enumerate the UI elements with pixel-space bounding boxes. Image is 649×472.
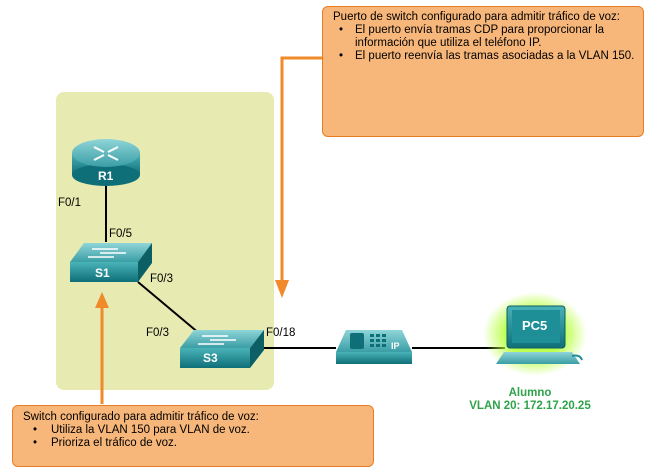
callout-bottom-list: Utiliza la VLAN 150 para VLAN de voz. Pr…: [23, 424, 365, 450]
pc5[interactable]: [483, 292, 587, 376]
port-s1-f0-3: F0/3: [150, 273, 174, 285]
switch-arrows-icon: [88, 248, 126, 258]
callout-top-list: El puerto envía tramas CDP para proporci…: [333, 24, 635, 63]
student-label: Alumno VLAN 20: 172.17.20.25: [460, 387, 600, 413]
callout-bottom-bullet: Utiliza la VLAN 150 para VLAN de voz.: [23, 424, 365, 437]
arrow-bottom-head: [95, 292, 109, 308]
switch-s3-label: S3: [203, 351, 218, 365]
pc5-label: PC5: [522, 318, 548, 333]
student-name: Alumno: [508, 387, 552, 399]
router-label: R1: [98, 169, 114, 183]
callout-top-title: Puerto de switch configurado para admiti…: [333, 11, 621, 23]
callout-bottom-title: Switch configurado para admitir tráfico …: [23, 411, 259, 423]
arrow-top-line: [280, 56, 324, 282]
switch-s1[interactable]: [70, 243, 152, 282]
phone-ip-label: IP: [391, 341, 400, 351]
mouse-cable: [571, 354, 583, 361]
student-vlan: VLAN 20: 172.17.20.25: [469, 400, 591, 412]
switch-arrows-icon: [198, 335, 236, 345]
callout-port-config: Puerto de switch configurado para admiti…: [322, 6, 644, 137]
arrow-top-head: [275, 280, 289, 298]
router-r1[interactable]: [72, 139, 140, 186]
pc-keyboard: [496, 352, 580, 364]
ip-phone[interactable]: [336, 330, 412, 364]
callout-top-bullet: El puerto envía tramas CDP para proporci…: [333, 24, 635, 50]
callout-switch-config: Switch configurado para admitir tráfico …: [12, 405, 374, 467]
switch-s3[interactable]: [180, 330, 264, 368]
port-s3-f0-3: F0/3: [146, 327, 170, 339]
arrows: [100, 56, 324, 404]
port-s1-f0-5: F0/5: [109, 228, 133, 240]
callout-top-bullet: El puerto reenvía las tramas asociadas a…: [333, 50, 635, 63]
port-r1-f0-1: F0/1: [58, 197, 82, 209]
link-s1-s3: [137, 281, 201, 335]
port-s3-f0-18: F0/18: [266, 327, 296, 339]
callout-bottom-bullet: Prioriza el tráfico de voz.: [23, 437, 365, 450]
switch-s1-label: S1: [95, 266, 110, 280]
router-arrows-icon: [93, 146, 119, 161]
phone-handset-icon: [350, 333, 364, 349]
